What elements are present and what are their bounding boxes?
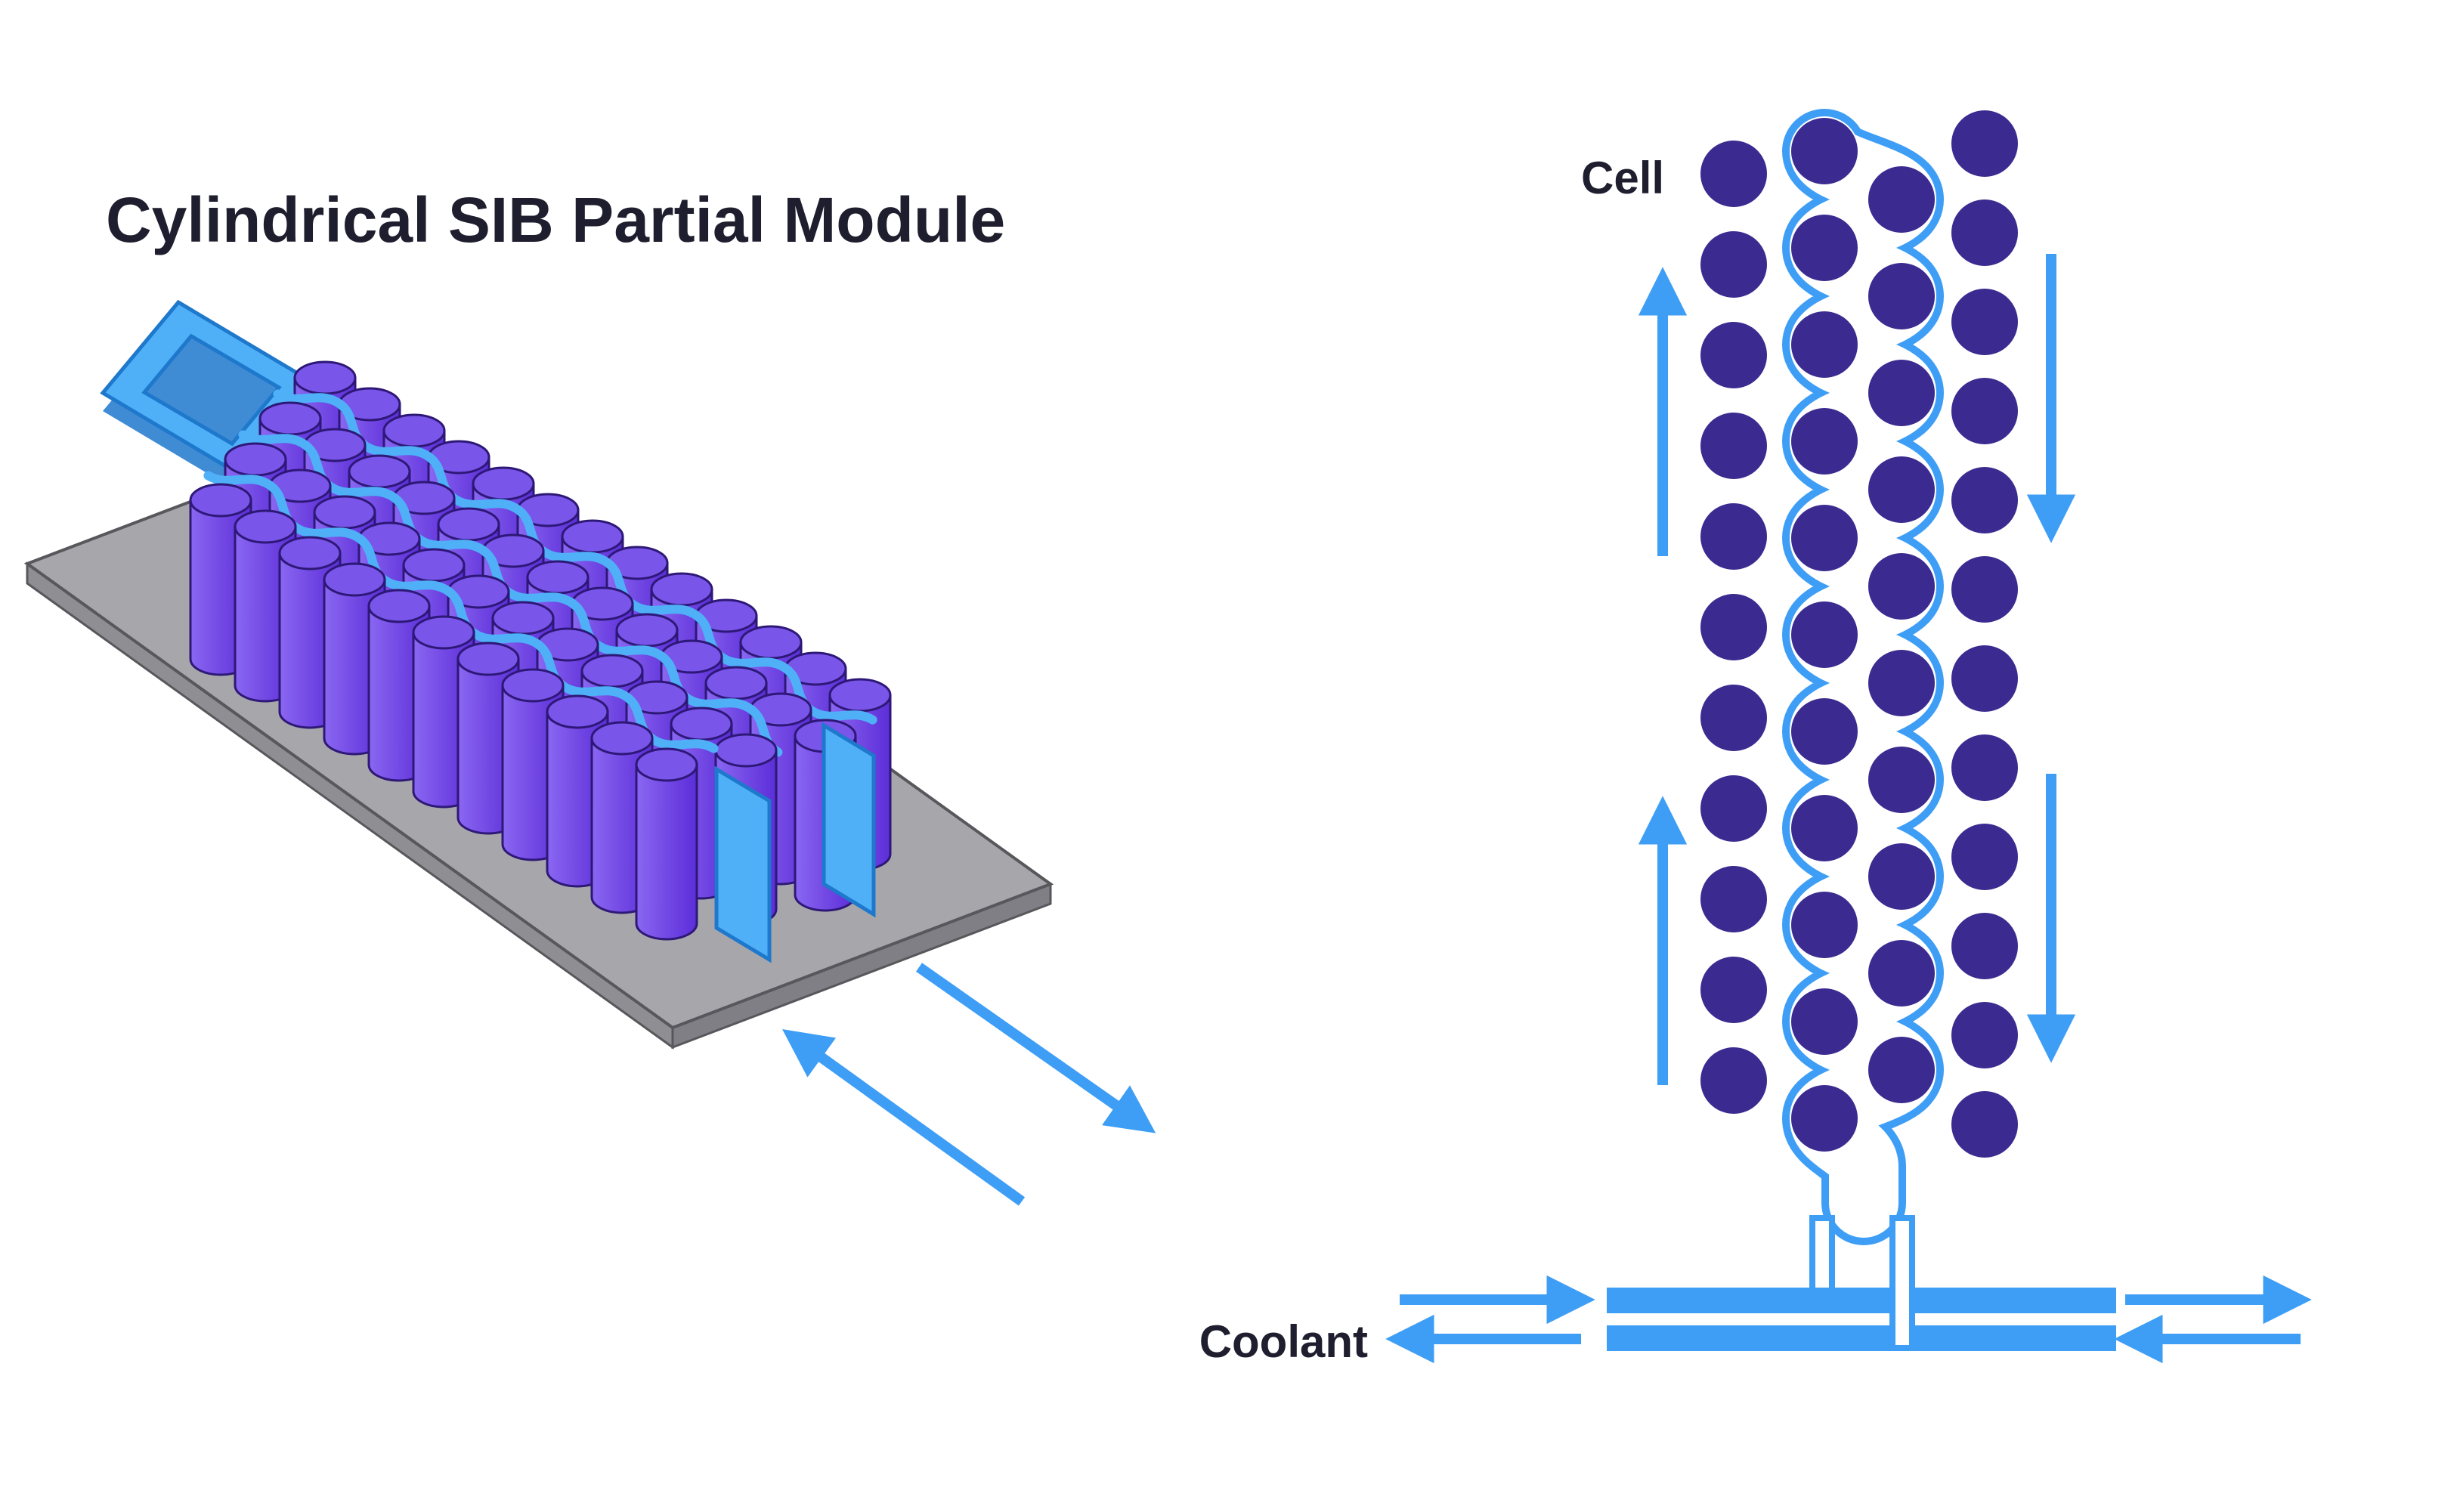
battery-cell-top xyxy=(234,509,297,544)
battery-cell-top xyxy=(258,401,322,436)
cell-circle xyxy=(1791,311,1858,378)
cell-circle xyxy=(1700,957,1767,1023)
cell-circle xyxy=(1791,408,1858,475)
cell-circle xyxy=(1700,866,1767,932)
cell-circle xyxy=(1951,289,2018,355)
battery-cell-top xyxy=(367,589,431,623)
cell-circle xyxy=(1951,1091,2018,1158)
cell-circle xyxy=(1791,892,1858,958)
cell-circle xyxy=(1951,824,2018,890)
battery-cell-top xyxy=(828,678,892,713)
battery-cell-top xyxy=(323,562,386,597)
cell-circle xyxy=(1951,110,2018,177)
cooling-ribbon xyxy=(273,389,877,725)
cell-circle xyxy=(1951,378,2018,444)
cooling-fin-rear xyxy=(822,722,876,918)
cell-circle xyxy=(1951,467,2018,533)
cell-circle xyxy=(1951,734,2018,801)
battery-cell-top xyxy=(472,466,535,501)
cell-circle xyxy=(1791,601,1858,668)
cell-circle xyxy=(1868,747,1935,813)
module-title: Cylindrical SIB Partial Module xyxy=(106,184,1005,255)
cell-circle xyxy=(1700,775,1767,842)
battery-cell-top xyxy=(189,483,252,518)
cooling-ribbon xyxy=(238,430,783,757)
battery-module: Cylindrical SIB Partial Module xyxy=(23,184,1156,1206)
cell-circle xyxy=(1868,360,1935,426)
cell-label: Cell xyxy=(1581,153,1664,203)
battery-cell-top xyxy=(580,654,644,688)
cell-circle xyxy=(1868,263,1935,329)
battery-cell-top xyxy=(348,454,411,489)
battery-cell-top xyxy=(501,668,565,703)
riser-pipe-left xyxy=(1809,1215,1835,1297)
battery-cell-top xyxy=(526,560,589,595)
cell-circle xyxy=(1700,231,1767,298)
cell-circle xyxy=(1951,913,2018,979)
cell-circle xyxy=(1868,456,1935,523)
coolant-label: Coolant xyxy=(1199,1316,1368,1367)
cell-circle xyxy=(1700,594,1767,660)
battery-cell-top xyxy=(650,572,713,607)
battery-cell-top xyxy=(437,507,500,542)
cell-circle xyxy=(1700,503,1767,570)
battery-cell-top xyxy=(739,625,803,660)
transfer-arrow-out xyxy=(915,963,1156,1133)
cell-circle xyxy=(1791,988,1858,1055)
cell-circle xyxy=(1791,698,1858,765)
battery-cell-top xyxy=(714,733,778,768)
cell-array xyxy=(189,360,892,941)
battery-cell-top xyxy=(704,666,768,700)
cell-circle xyxy=(1791,215,1858,281)
battery-cell-top xyxy=(615,613,679,648)
cell-circle xyxy=(1791,795,1858,861)
cell-circle xyxy=(1868,166,1935,233)
battery-cell-top xyxy=(670,707,733,741)
battery-cell-body xyxy=(635,763,698,941)
cell-circle xyxy=(1951,199,2018,266)
battery-cell-top xyxy=(382,413,446,448)
cooling-schematic: Cell Coolant xyxy=(1199,109,2312,1367)
battery-cell-top xyxy=(491,601,555,635)
battery-cell-top xyxy=(402,548,466,583)
cell-circle xyxy=(1791,1085,1858,1152)
cell-circle xyxy=(1791,118,1858,184)
battery-cell-top xyxy=(278,536,342,570)
manifold-supply-bar xyxy=(1607,1288,2116,1313)
battery-cell-top xyxy=(456,642,520,676)
cell-circle xyxy=(1868,843,1935,910)
cell-circle xyxy=(1700,1047,1767,1114)
cell-circle xyxy=(1700,141,1767,207)
cell-circle xyxy=(1700,413,1767,479)
cooling-fin-front xyxy=(714,765,772,963)
battery-cell-top xyxy=(635,747,698,782)
battery-cell-top xyxy=(546,694,609,729)
cell-circles xyxy=(1700,110,2018,1158)
cell-circle xyxy=(1951,1002,2018,1068)
cell-circle xyxy=(1951,645,2018,712)
cell-circle xyxy=(1700,322,1767,388)
battery-cell-top xyxy=(224,442,287,477)
cell-circle xyxy=(1951,556,2018,623)
battery-cell-top xyxy=(590,721,654,756)
battery-cell-top xyxy=(412,615,475,650)
battery-cell-top xyxy=(313,495,376,530)
cell-circle xyxy=(1868,553,1935,620)
battery-cell-top xyxy=(561,519,624,554)
transfer-arrow-in xyxy=(781,1029,1026,1206)
cell-circle xyxy=(1700,685,1767,751)
battery-cell-top xyxy=(293,360,357,395)
cell-circle xyxy=(1868,650,1935,716)
manifold-return-bar xyxy=(1607,1325,2116,1351)
cell-circle xyxy=(1791,505,1858,571)
riser-pipe-right xyxy=(1889,1215,1915,1351)
cell-circle xyxy=(1868,1037,1935,1103)
cell-circle xyxy=(1868,940,1935,1006)
